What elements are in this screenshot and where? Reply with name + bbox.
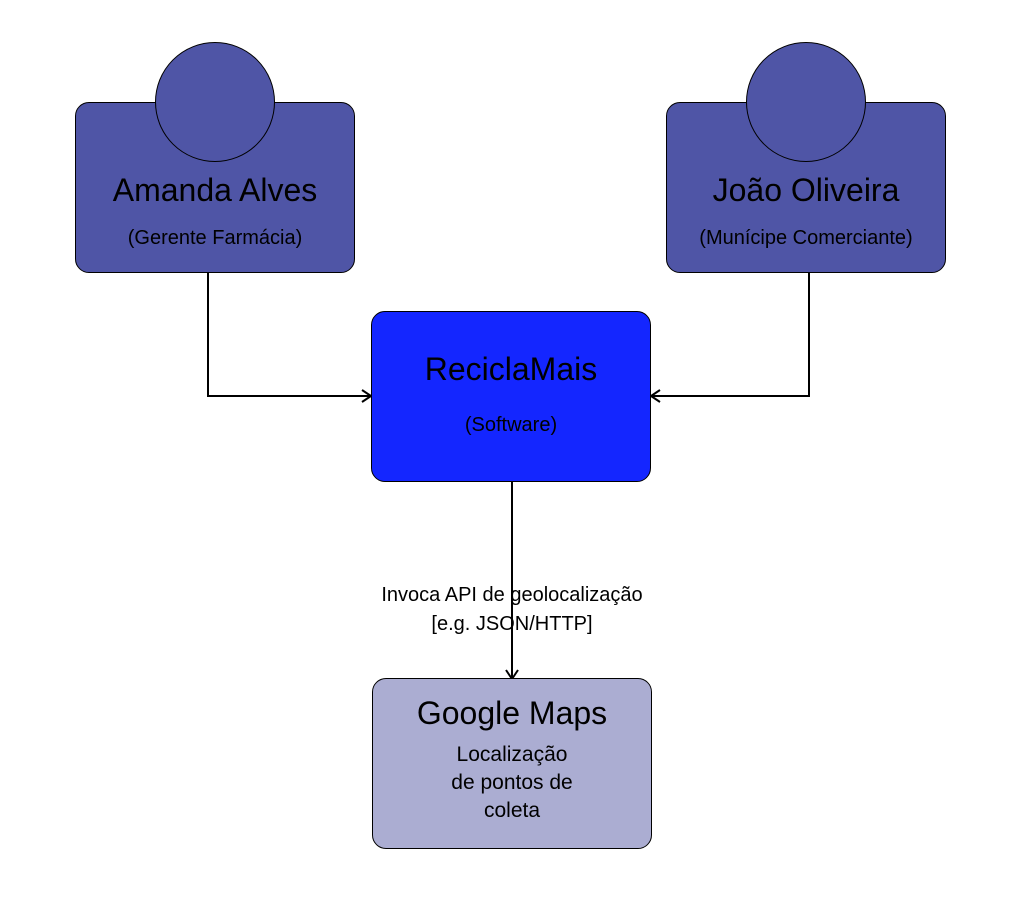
arrowhead-joao-to-reciclamais — [649, 389, 661, 403]
relationship-label: Invoca API de geolocalização [e.g. JSON/… — [312, 581, 712, 639]
external-system-name: Google Maps — [416, 695, 608, 731]
person-name: Amanda Alves — [112, 172, 318, 208]
person-head-icon — [155, 42, 275, 162]
person-head-icon — [746, 42, 866, 162]
connector-joao-to-reciclamais — [651, 273, 810, 397]
relationship-label-line1: Invoca API de geolocalização — [381, 584, 643, 606]
external-system-google-maps: Google Maps Localização de pontos de col… — [372, 678, 652, 849]
person-name: João Oliveira — [712, 172, 900, 208]
system-name: ReciclaMais — [424, 351, 598, 387]
person-amanda-alves: Amanda Alves (Gerente Farmácia) — [75, 102, 355, 273]
relationship-label-line2: [e.g. JSON/HTTP] — [431, 613, 593, 635]
external-system-description: Localização de pontos de coleta — [451, 743, 573, 822]
connector-amanda-to-reciclamais — [207, 273, 371, 397]
system-type: (Software) — [464, 414, 558, 436]
person-role: (Munícipe Comerciante) — [699, 227, 913, 249]
system-reciclamais: ReciclaMais (Software) — [371, 311, 651, 482]
person-role: (Gerente Farmácia) — [127, 227, 303, 249]
